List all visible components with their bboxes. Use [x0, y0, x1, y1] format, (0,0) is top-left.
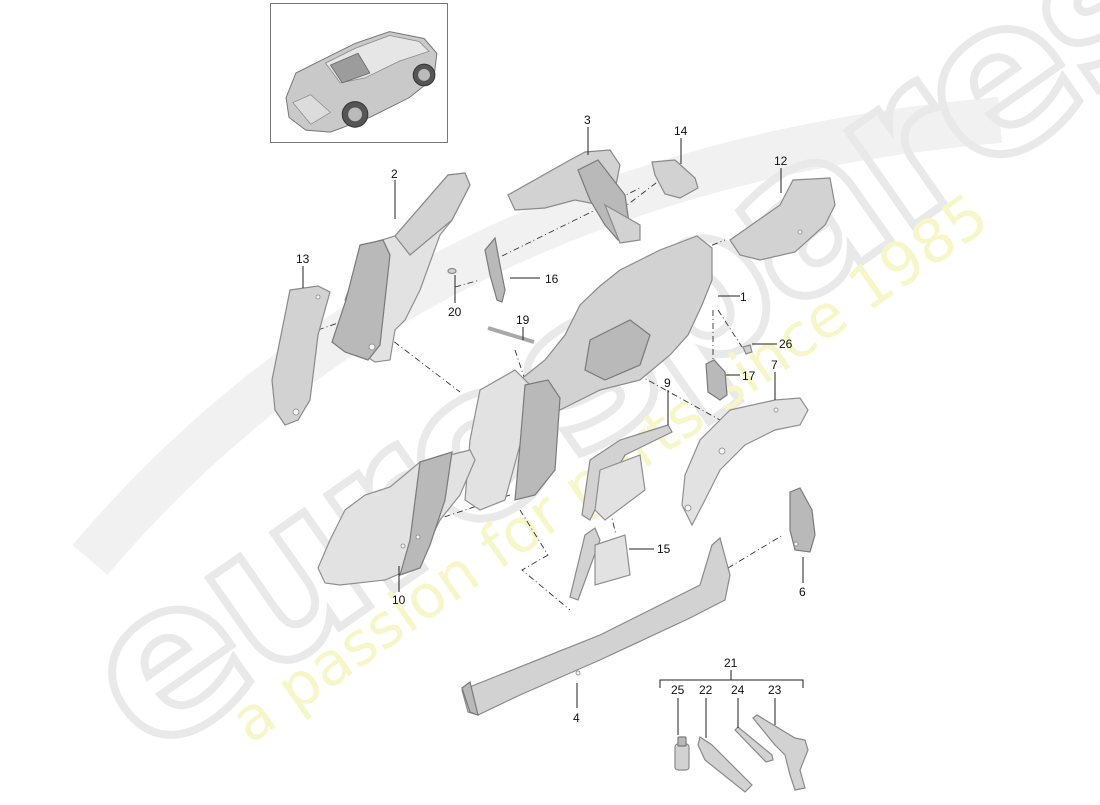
callout-7[interactable]: 7 [771, 358, 778, 372]
part-14-bracket[interactable] [651, 159, 699, 199]
callout-10[interactable]: 10 [392, 593, 406, 607]
callout-9[interactable]: 9 [664, 376, 671, 390]
part-13-pillar-trim[interactable] [271, 285, 331, 426]
kit-21-tools [674, 714, 809, 793]
part-9-brace[interactable] [581, 424, 673, 521]
leader-lines [302, 127, 804, 738]
part-2-b-pillar[interactable] [331, 172, 471, 363]
callout-15[interactable]: 15 [657, 542, 671, 556]
callout-13[interactable]: 13 [296, 252, 310, 266]
callout-19[interactable]: 19 [516, 313, 530, 327]
part-7-wheel-arch[interactable] [681, 397, 809, 527]
part-10-a-pillar[interactable] [317, 449, 476, 586]
callout-20[interactable]: 20 [448, 305, 462, 319]
car-icon [285, 31, 438, 133]
callout-labels: 1 2 3 4 6 7 9 10 12 13 14 15 16 17 19 20… [296, 113, 806, 725]
part-16-gusset[interactable] [484, 236, 506, 303]
callout-25[interactable]: 25 [671, 683, 685, 697]
callout-14[interactable]: 14 [674, 124, 688, 138]
part-22-adhesive-tube[interactable] [697, 736, 753, 793]
callout-12[interactable]: 12 [774, 154, 788, 168]
callout-22[interactable]: 22 [699, 683, 713, 697]
part-26-screw[interactable] [742, 344, 753, 355]
part-1-side-panel[interactable] [464, 235, 713, 511]
part-4-sill[interactable] [461, 536, 731, 716]
callout-1[interactable]: 1 [740, 290, 747, 304]
part-19-strip[interactable] [487, 326, 535, 344]
callout-16[interactable]: 16 [545, 272, 559, 286]
callout-26[interactable]: 26 [779, 337, 793, 351]
vehicle-thumbnail [270, 3, 448, 143]
part-3-roof-frame[interactable] [507, 149, 641, 244]
part-23-dispensing-gun[interactable] [752, 714, 809, 791]
part-20-pin[interactable] [447, 267, 457, 275]
callout-21[interactable]: 21 [724, 656, 738, 670]
callout-23[interactable]: 23 [768, 683, 782, 697]
part-6-end-plate[interactable] [789, 487, 816, 553]
part-15-bracket[interactable] [569, 527, 631, 601]
callout-6[interactable]: 6 [799, 585, 806, 599]
callout-17[interactable]: 17 [742, 369, 756, 383]
part-12-rear-panel[interactable] [729, 177, 836, 261]
callout-2[interactable]: 2 [391, 167, 398, 181]
part-25-sealant-bottle[interactable] [674, 736, 690, 771]
callout-24[interactable]: 24 [731, 683, 745, 697]
callout-3[interactable]: 3 [584, 113, 591, 127]
callout-4[interactable]: 4 [573, 711, 580, 725]
part-17-plate[interactable] [705, 359, 728, 401]
